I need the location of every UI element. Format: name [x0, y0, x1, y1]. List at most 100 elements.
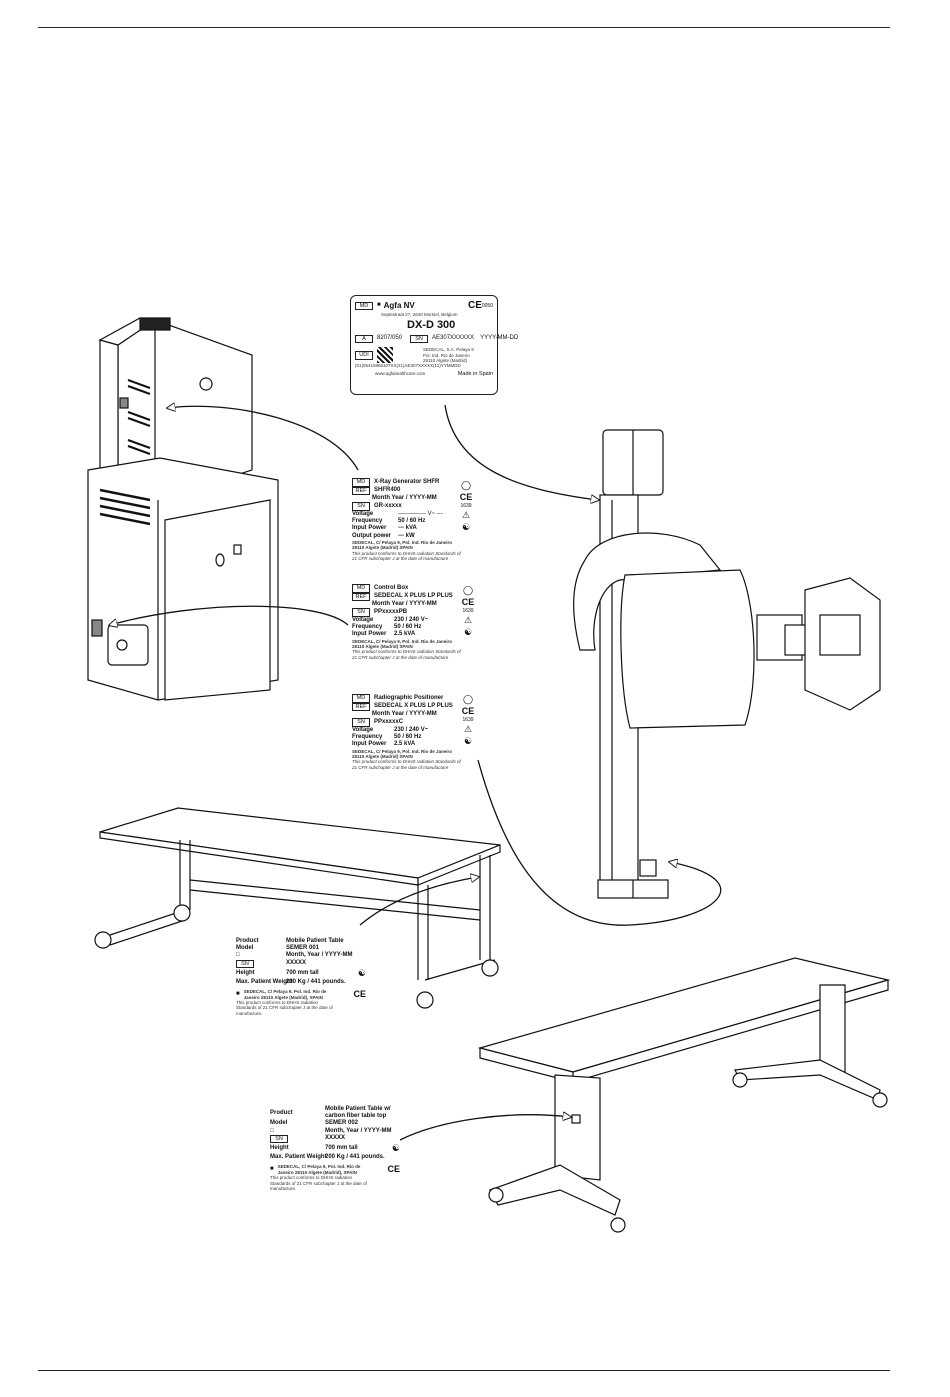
sn-value: XXXXX: [286, 960, 307, 967]
manufacturer-text: SEDECAL, C/ Pelaya 9, Pol. Ind. Rio de J…: [352, 539, 453, 551]
frequency-key: Frequency: [352, 734, 383, 741]
warning-icon: ⚠: [463, 614, 473, 625]
manufacturer-text: SEDECAL, C/ Pelaya 9, Pol. Ind. Rio de J…: [352, 638, 453, 649]
height-key: Height: [236, 969, 255, 976]
ce-number: 0050: [481, 303, 493, 309]
sn-value: PPxxxxxPB: [374, 609, 408, 616]
made-in: Made in Spain: [457, 370, 493, 377]
date-value: Month Year / YYYY-MM: [372, 601, 437, 608]
notified-body-number: 1639: [460, 503, 472, 510]
frequency-key: Frequency: [352, 624, 383, 631]
output-power-key: Output power: [352, 532, 391, 539]
ref-tag: REF: [352, 592, 370, 602]
warning-icon: ⚠: [461, 509, 471, 520]
footer-url: www.agfahealthcare.com: [375, 371, 426, 377]
manufacturer-text: SEDECAL, C/ Pelaya 9, Pol. Ind. Rio de J…: [277, 1164, 361, 1175]
generator-cabinet: [98, 317, 253, 501]
fine-line-4: 28110 Algete (Madrid): [423, 357, 467, 363]
voltage-value: 230 / 240 V~: [394, 726, 429, 733]
manufacturer-icon: ■: [270, 1166, 274, 1173]
weight-value: 200 Kg / 441 pounds.: [286, 978, 346, 985]
md-tag: MD: [352, 478, 370, 487]
fine-line-1: (01)05415866107XX(21)AE307XXXXX(11)YYMMD…: [355, 363, 461, 369]
md-tag: MD: [355, 301, 373, 311]
mobile-table-2: [477, 957, 891, 1233]
notified-body-number: 1639: [462, 717, 474, 724]
footer-rule: [38, 1370, 890, 1371]
ref-value: SHFR400: [374, 487, 401, 494]
patient-icon: ☯: [391, 1143, 400, 1154]
certification-icon: ◯: [462, 694, 474, 704]
md-tag: MD: [352, 694, 370, 703]
control-box-label: MD Control Box REF SEDECAL X PLUS LP PLU…: [352, 584, 470, 661]
label-title: X-Ray Generator SHFR: [374, 478, 440, 485]
ref-value: 8207/050: [377, 335, 403, 342]
model-value: SEMER 001: [286, 945, 320, 952]
sn-tag: SN: [352, 502, 370, 511]
ce-mark-icon: CE: [459, 491, 473, 502]
height-key: Height: [270, 1145, 289, 1152]
voltage-key: Voltage: [352, 726, 374, 733]
model-name: DX-D 300: [407, 319, 456, 332]
sn-tag: SN: [352, 718, 370, 727]
manufacturer-text: SEDECAL, C/ Pelaya 9, Pol. Ind. Rio de J…: [243, 989, 327, 1000]
header-rule: [38, 27, 890, 28]
sn-value: PPxxxxxC: [374, 719, 404, 726]
certification-icon: ◯: [462, 585, 474, 595]
sn-tag: SN: [270, 1134, 288, 1144]
product-key: Product: [270, 1109, 293, 1116]
ce-mark-icon: CE: [461, 705, 475, 716]
conformity-note: This product conforms to DHHS radiation …: [352, 649, 461, 660]
frequency-value: 50 / 60 Hz: [394, 734, 422, 741]
control-symbols: ◯ CE 1639 ⚠ ☯: [460, 585, 476, 638]
conformity-note: This product conforms to DHHS radiation …: [236, 999, 333, 1016]
voltage-key: Voltage: [352, 510, 374, 517]
sn-value: AE307XXXXXX: [432, 335, 475, 342]
qr-code-icon: [377, 347, 393, 364]
patient-icon: ☯: [357, 968, 366, 979]
input-power-key: Input Power: [352, 631, 387, 638]
sn-value: GR-xxxxx: [374, 503, 402, 510]
input-power-value: 2.5 kVA: [394, 741, 416, 748]
brand-address: Septestraat 27, 2640 Mortsel, Belgium: [381, 312, 458, 317]
voltage-key: Voltage: [352, 616, 374, 623]
height-value: 700 mm tall: [325, 1145, 358, 1152]
generator-symbols: ◯ CE 1639 ⚠ ☯: [458, 480, 474, 533]
model-value: SEMER 002: [325, 1120, 359, 1127]
ce-mark-icon: CE: [353, 989, 366, 1000]
height-value: 700 mm tall: [286, 969, 319, 976]
warning-icon: ⚠: [463, 723, 473, 734]
ce-mark-icon: CE: [461, 596, 475, 607]
conformity-note: This product conforms to DHHS radiation …: [352, 550, 461, 561]
date-value: Month, Year / YYYY-MM: [286, 952, 353, 959]
product-value: Mobile Patient Table: [286, 938, 344, 944]
table2-label: Product Mobile Patient Table w/ carbon fi…: [270, 1106, 400, 1192]
model-key: Model: [270, 1120, 288, 1127]
product-value: Mobile Patient Table w/ carbon fiber tab…: [325, 1106, 391, 1120]
voltage-value: 230 / 240 V~: [394, 616, 429, 623]
brand-name: Agfa NV: [383, 301, 415, 311]
udi-tag: UDI: [355, 350, 373, 360]
ce-mark-icon: CE: [387, 1164, 400, 1175]
patient-icon: ☯: [463, 626, 473, 637]
input-power-value: 2.5 kVA: [394, 631, 416, 638]
sn-value: XXXXX: [325, 1135, 346, 1142]
frequency-value: 50 / 60 Hz: [398, 518, 426, 525]
output-power-value: --- kW: [398, 532, 415, 539]
label-title: Radiographic Positioner: [374, 694, 444, 701]
conformity-note: This product conforms to DHHS radiation …: [270, 1175, 367, 1191]
model-key: Model: [236, 945, 254, 952]
ref-tag: A: [355, 334, 373, 344]
md-tag: MD: [352, 584, 370, 593]
manufacturer-text: SEDECAL, C/ Pelaya 9, Pol. Ind. Rio de J…: [352, 748, 453, 759]
manufacturer-icon: ■: [377, 302, 381, 309]
voltage-value: -------------- V~ ---: [398, 510, 443, 517]
vertical-stand: [573, 429, 881, 899]
weight-key: Max. Patient Weight: [270, 1154, 327, 1161]
positioner-label: MD Radiographic Positioner REF SEDECAL X…: [352, 694, 470, 771]
frequency-value: 50 / 60 Hz: [394, 624, 422, 631]
ref-value: SEDECAL X PLUS LP PLUS: [374, 703, 453, 710]
frequency-key: Frequency: [352, 518, 383, 525]
ref-value: SEDECAL X PLUS LP PLUS: [374, 593, 453, 600]
